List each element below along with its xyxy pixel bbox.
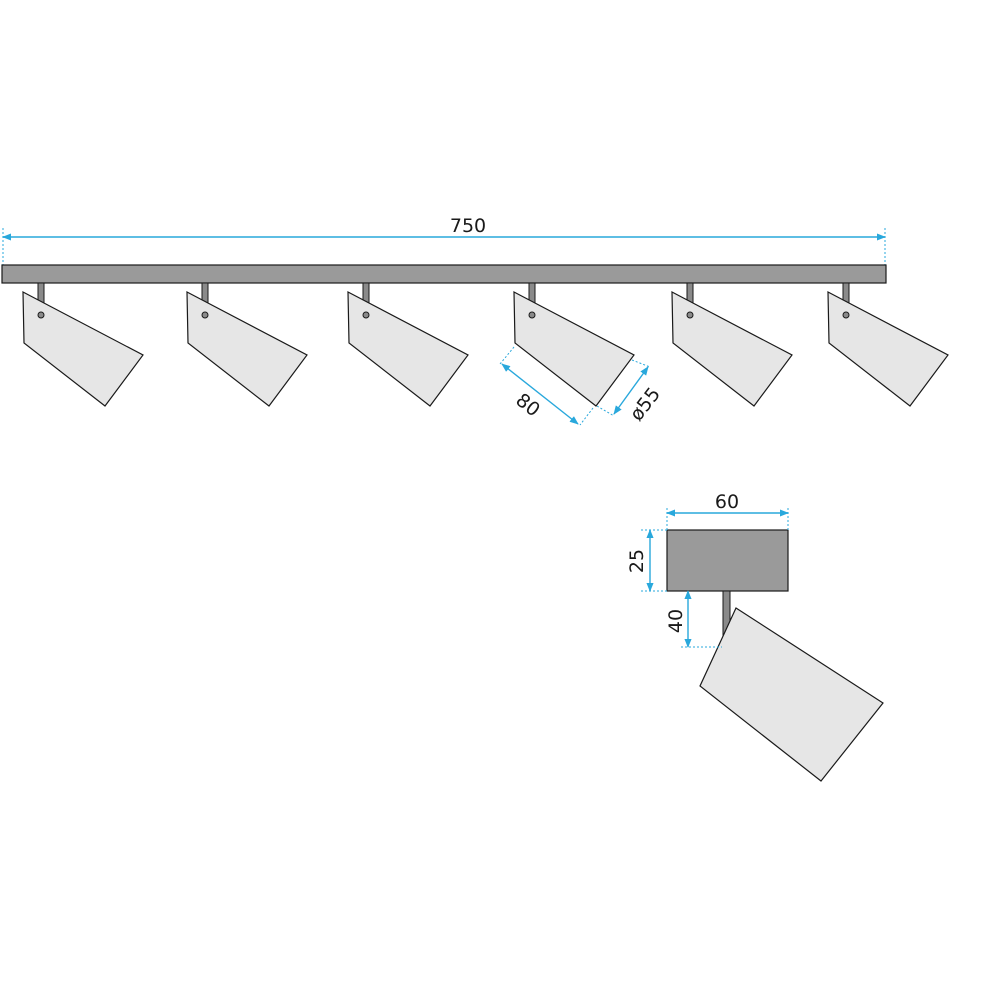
spotlight-shade: [22, 290, 144, 407]
spotlight-shade: [347, 290, 469, 407]
detail-shade: [699, 607, 884, 782]
spotlight: [513, 282, 635, 407]
spotlight-pivot: [201, 311, 209, 319]
spotlights: [22, 282, 949, 407]
mounting-bar: [1, 264, 887, 284]
spotlight: [347, 282, 469, 407]
spotlight: [22, 282, 144, 407]
mount-height-dimension: 25: [626, 529, 667, 592]
spotlight-pivot: [37, 311, 45, 319]
total-length-dimension: 750: [2, 215, 886, 266]
spotlight: [186, 282, 308, 407]
stem-height-label: 40: [665, 609, 687, 633]
spotlight-shade: [671, 290, 793, 407]
spotlight: [827, 282, 949, 407]
spotlight-pivot: [362, 311, 370, 319]
mount-width-dimension: 60: [666, 491, 789, 530]
mount-width-label: 60: [715, 491, 739, 513]
stem-height-dimension: 40: [665, 590, 722, 648]
total-length-label: 750: [450, 215, 486, 237]
detail-mount-base: [666, 529, 789, 592]
spotlight: [671, 282, 793, 407]
spotlight-pivot: [686, 311, 694, 319]
spotlight-shade: [827, 290, 949, 407]
spotlight-pivot: [528, 311, 536, 319]
detail-view: 60 25 40: [626, 491, 884, 782]
spotlight-shade: [186, 290, 308, 407]
spotlight-shade: [513, 290, 635, 407]
mount-height-label: 25: [626, 549, 648, 573]
spotlight-pivot: [842, 311, 850, 319]
